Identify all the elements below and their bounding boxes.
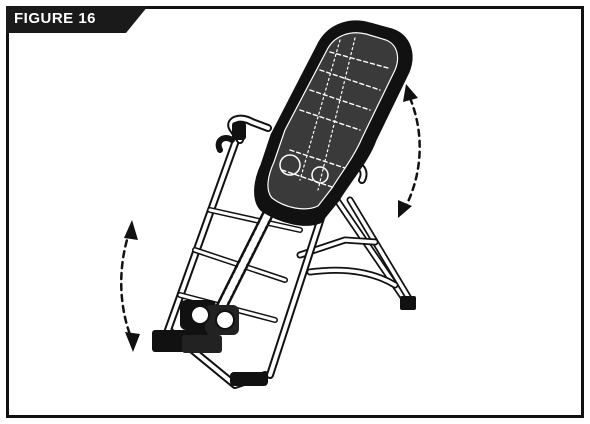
backrest [254,20,413,226]
rotate-arrow-right [398,84,421,218]
rotate-arrow-left [120,220,140,352]
handle-left [215,114,272,153]
figure-tab-shape [6,6,148,33]
rear-frame [296,186,416,310]
figure-tab: FIGURE 16 [6,6,148,33]
figure-label: FIGURE 16 [14,10,97,27]
ankle-lock [152,300,239,353]
